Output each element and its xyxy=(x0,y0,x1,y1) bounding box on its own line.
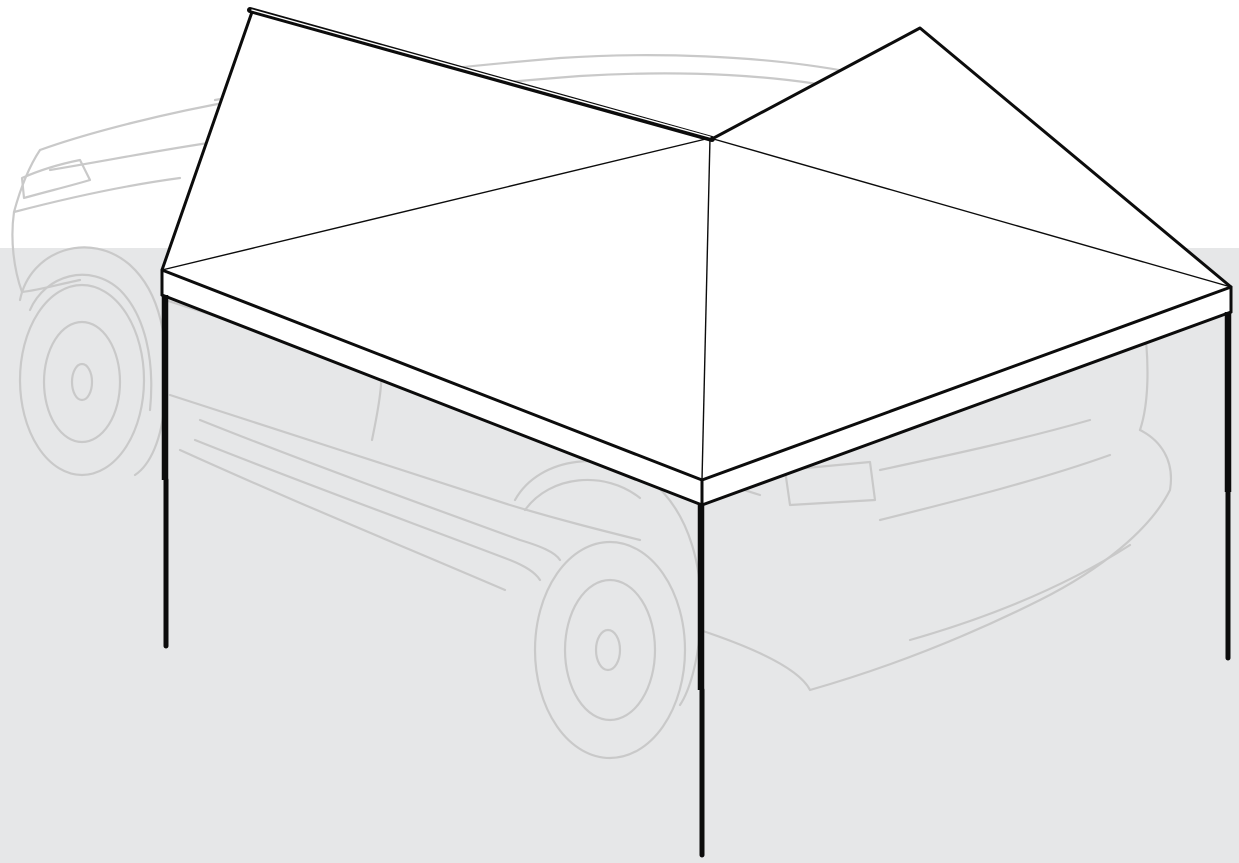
vehicle-rear-wheel-rim xyxy=(563,578,657,722)
vehicle-front-arch-inner xyxy=(28,273,153,412)
vehicle-running-board xyxy=(193,418,562,582)
vehicle-side-lower xyxy=(168,393,642,542)
vehicle-tailgate xyxy=(878,418,1112,522)
vehicle-hood-line xyxy=(48,140,217,172)
awning-seam-left xyxy=(161,137,711,271)
vehicle-taillight xyxy=(783,460,877,507)
vehicle-rear-bumper xyxy=(908,543,1132,642)
pole-left xyxy=(161,295,169,649)
pole-front xyxy=(697,505,705,858)
vehicle-headlight xyxy=(20,158,92,200)
vehicle-front-arch xyxy=(18,246,168,477)
vehicle-sill xyxy=(178,448,507,592)
awning-seam-right xyxy=(709,137,1232,288)
awning-mount-rail-highlight xyxy=(251,9,711,138)
awning-seam-center xyxy=(701,137,711,481)
vehicle-rear-body xyxy=(698,428,1173,692)
awning-left-flap xyxy=(162,12,710,270)
awning-right-flap-edge xyxy=(708,26,1233,289)
vehicle-rear-wheel xyxy=(533,540,687,760)
vehicle-hood xyxy=(12,98,242,214)
awning-poles xyxy=(161,295,1232,858)
vehicle-rear-arch-inner xyxy=(523,478,642,512)
awning xyxy=(160,7,1233,507)
vehicle-front-wheel-rim xyxy=(42,320,122,444)
vehicle-front xyxy=(11,210,82,294)
awning-canopy xyxy=(162,138,1231,480)
awning-right-flap xyxy=(710,28,1231,287)
vehicle-front-hub xyxy=(70,362,94,402)
vehicle-rear-arch xyxy=(513,460,703,707)
awning-valance-left xyxy=(162,270,702,505)
awning-valance-right xyxy=(702,287,1231,505)
vehicle-front-wheel xyxy=(18,283,146,477)
vehicle-rear-hub xyxy=(594,628,622,672)
awning-left-flap-edge xyxy=(160,10,254,272)
